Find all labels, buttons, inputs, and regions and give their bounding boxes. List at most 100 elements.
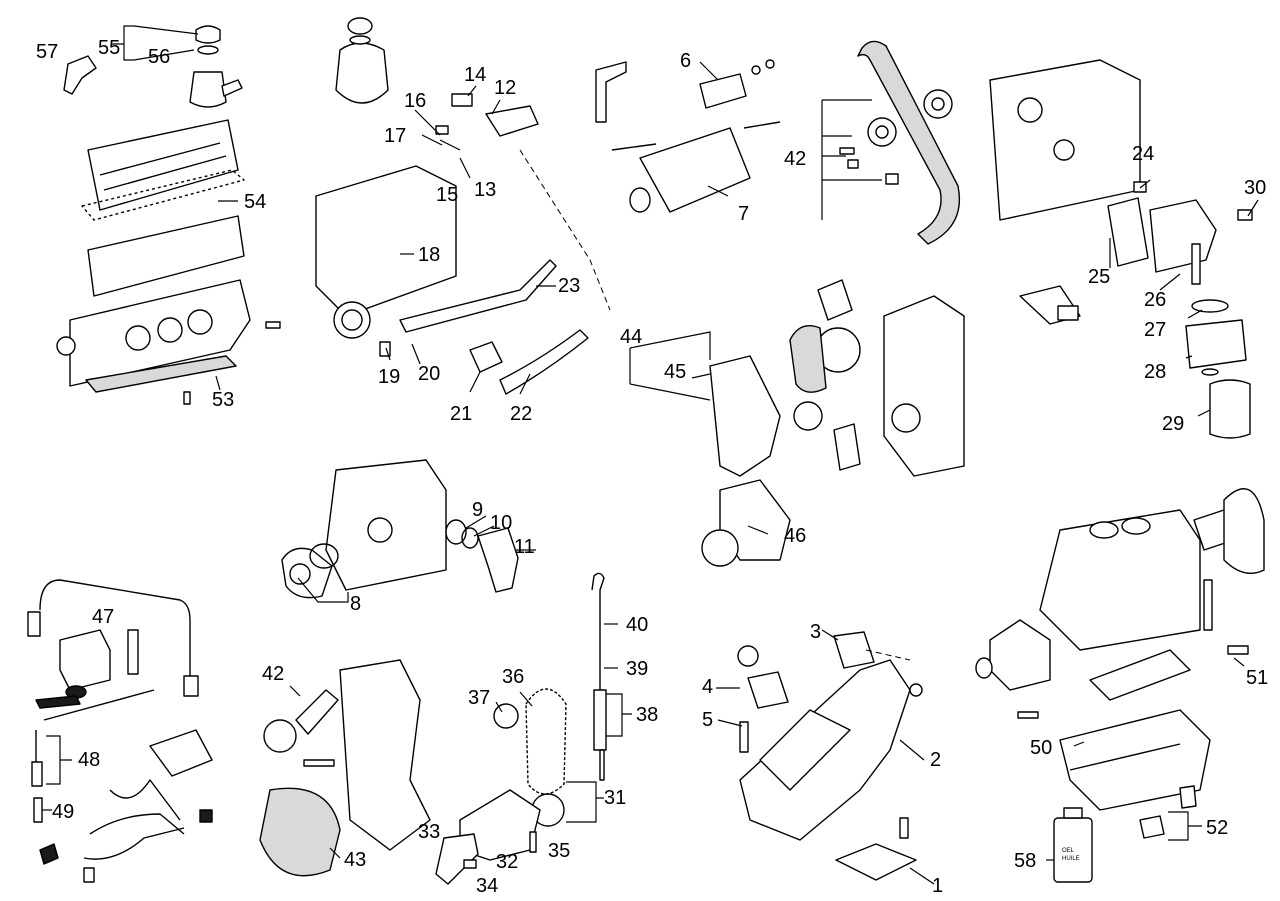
expansion-tank-cap	[347, 17, 373, 35]
starter-motor	[639, 127, 751, 213]
timing-cover-group	[701, 279, 965, 567]
callout-24: 24	[1132, 143, 1154, 165]
callout-18: 18	[418, 244, 440, 266]
callout-25: 25	[1088, 266, 1110, 288]
harness-bracket	[149, 729, 213, 777]
engine-block-sump-group	[975, 488, 1265, 883]
callout-19: 19	[378, 366, 400, 388]
bottle-label-oel: OEL	[1062, 848, 1075, 854]
callout-21: 21	[450, 403, 472, 425]
ignition-coil	[59, 629, 111, 691]
thermostat	[445, 519, 467, 545]
callout-48: 48	[78, 749, 100, 771]
exhaust-manifold-group	[737, 631, 923, 881]
oil-pump-group	[435, 572, 607, 885]
callout-36: 36	[502, 666, 524, 688]
callout-7: 7	[738, 203, 749, 225]
callout-13: 13	[474, 179, 496, 201]
coolant-pipe	[399, 259, 557, 333]
engine-block-middle	[315, 165, 457, 317]
baffle-plate	[1089, 649, 1191, 701]
oil-pump-front	[989, 619, 1051, 691]
callout-14: 14	[464, 64, 486, 86]
oil-dipstick	[591, 572, 605, 690]
belt-guard	[817, 279, 853, 321]
exhaust-flange-gasket	[747, 671, 789, 709]
callout-28: 28	[1144, 361, 1166, 383]
callout-50: 50	[1030, 737, 1052, 759]
oil-cooler-seal	[1191, 299, 1229, 313]
oil-cooler	[1185, 319, 1247, 369]
callout-57: 57	[36, 41, 58, 63]
thermostat-housing	[469, 341, 503, 373]
accessory-bracket-group	[259, 659, 431, 877]
callout-31: 31	[604, 787, 626, 809]
callout-29: 29	[1162, 413, 1184, 435]
head-gasket	[85, 355, 237, 393]
callout-17: 17	[384, 125, 406, 147]
callout-33: 33	[418, 821, 440, 843]
plug-lead-holder	[35, 695, 81, 709]
callout-34: 34	[476, 875, 498, 897]
callout-56: 56	[148, 46, 170, 68]
accessory-bracket	[339, 659, 431, 851]
timing-cover-upper	[709, 355, 781, 477]
water-pump-group	[281, 459, 519, 599]
callout-35: 35	[548, 840, 570, 862]
spark-plug	[33, 797, 43, 823]
oil-pickup	[435, 833, 479, 885]
crankshaft-sprocket	[793, 401, 823, 431]
filler-seal	[197, 45, 219, 55]
callout-54: 54	[244, 191, 266, 213]
callout-55: 55	[98, 37, 120, 59]
belt-tensioner	[263, 719, 297, 753]
engine-front	[883, 295, 965, 477]
callout-8: 8	[350, 593, 361, 615]
callout-37: 37	[468, 687, 490, 709]
callout-23: 23	[558, 275, 580, 297]
temp-sender	[451, 93, 473, 107]
callout-43: 43	[344, 849, 366, 871]
valve-cover-gasket	[81, 169, 245, 221]
callout-labels: 1 2 3 4 5 6 7 8 9 10 11 12 13 14 15 16 1…	[36, 37, 1268, 897]
callout-58: 58	[1014, 850, 1036, 872]
bottle-label-huile: HUILE	[1062, 856, 1080, 862]
camshaft-housing	[87, 215, 245, 297]
coolant-outlet	[477, 527, 519, 593]
chain-tensioner	[493, 703, 519, 729]
callout-1: 1	[932, 875, 943, 897]
oil-filter	[1209, 379, 1251, 439]
callout-45: 45	[664, 361, 686, 383]
oil-sump	[1059, 709, 1211, 811]
starter-bracket	[595, 61, 627, 123]
belt-section	[789, 325, 827, 393]
oil-pump-chain	[525, 688, 567, 795]
coolant-system	[315, 17, 589, 395]
oil-filler-cap	[195, 25, 221, 44]
wiring-harness	[83, 779, 185, 860]
callout-22: 22	[510, 403, 532, 425]
callout-10: 10	[490, 512, 512, 534]
downpipe-gasket	[835, 843, 917, 881]
manifold-gasket	[833, 631, 875, 669]
timing-belt-group	[839, 40, 960, 245]
callout-42-bottom: 42	[262, 663, 284, 685]
callout-15: 15	[436, 184, 458, 206]
oil-filter-bracket	[1107, 197, 1149, 267]
filler-neck	[189, 71, 227, 108]
callout-47: 47	[92, 606, 114, 628]
callout-40: 40	[626, 614, 648, 636]
callout-39: 39	[626, 658, 648, 680]
callout-12: 12	[494, 77, 516, 99]
oil-filter-housing	[1149, 199, 1217, 273]
coolant-hose-bottom	[499, 329, 589, 395]
cylinder-head-assembly	[56, 25, 281, 405]
lifting-eye	[63, 55, 97, 95]
oil-cooler-group	[989, 59, 1253, 439]
breather-pipe	[221, 79, 243, 97]
solenoid	[699, 73, 747, 109]
pump-gasket	[309, 543, 339, 569]
callout-27: 27	[1144, 319, 1166, 341]
exhaust-stud	[739, 721, 749, 753]
